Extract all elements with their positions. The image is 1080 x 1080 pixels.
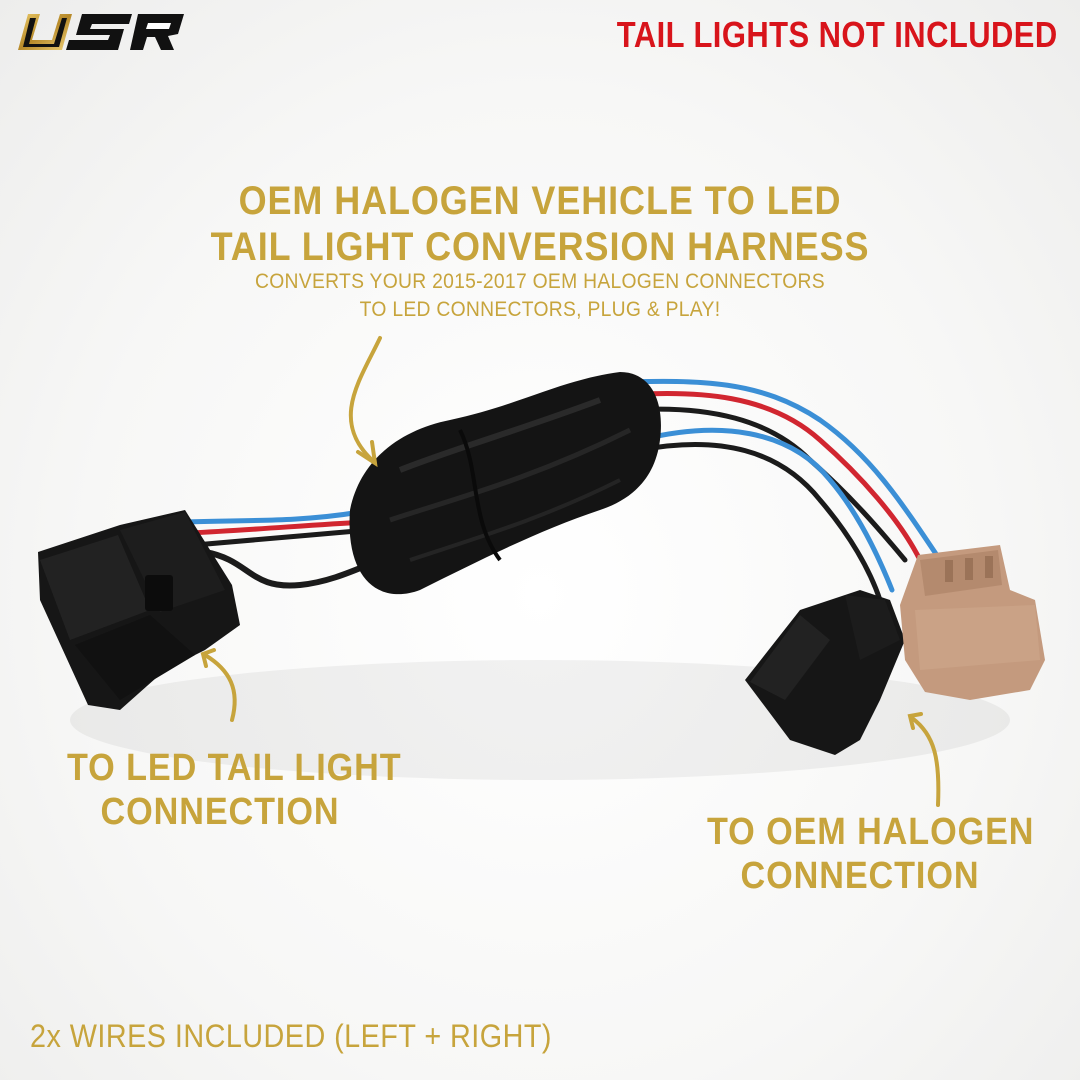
callout-left-line-2: CONNECTION <box>100 791 340 833</box>
oem-black-connector <box>745 590 905 755</box>
fabric-sleeve <box>349 372 661 595</box>
right-wires <box>617 378 943 603</box>
callout-oem-halogen: TO OEM HALOGEN CONNECTION <box>707 810 1035 898</box>
tail-lights-not-included-notice: TAIL LIGHTS NOT INCLUDED <box>617 14 1058 55</box>
headline: OEM HALOGEN VEHICLE TO LED TAIL LIGHT CO… <box>54 178 1026 270</box>
callout-led-tail-light: TO LED TAIL LIGHT CONNECTION <box>67 746 402 834</box>
left-wires <box>182 509 383 589</box>
usr-logo <box>18 14 184 50</box>
callout-arrows <box>200 336 941 807</box>
subtitle-line-2: TO LED CONNECTORS, PLUG & PLAY! <box>359 298 721 321</box>
headline-line-1: OEM HALOGEN VEHICLE TO LED <box>238 179 842 223</box>
oem-halogen-tan-connector <box>900 545 1045 700</box>
footer-note: 2x WIRES INCLUDED (LEFT + RIGHT) <box>30 1018 552 1054</box>
callout-left-line-1: TO LED TAIL LIGHT <box>67 747 402 789</box>
subtitle-line-1: CONVERTS YOUR 2015-2017 OEM HALOGEN CONN… <box>255 270 825 293</box>
callout-right-line-2: CONNECTION <box>740 855 980 897</box>
led-tail-light-connector <box>38 510 240 710</box>
headline-subtitle: CONVERTS YOUR 2015-2017 OEM HALOGEN CONN… <box>43 268 1037 324</box>
callout-right-line-1: TO OEM HALOGEN <box>707 811 1035 853</box>
headline-line-2: TAIL LIGHT CONVERSION HARNESS <box>210 225 870 269</box>
